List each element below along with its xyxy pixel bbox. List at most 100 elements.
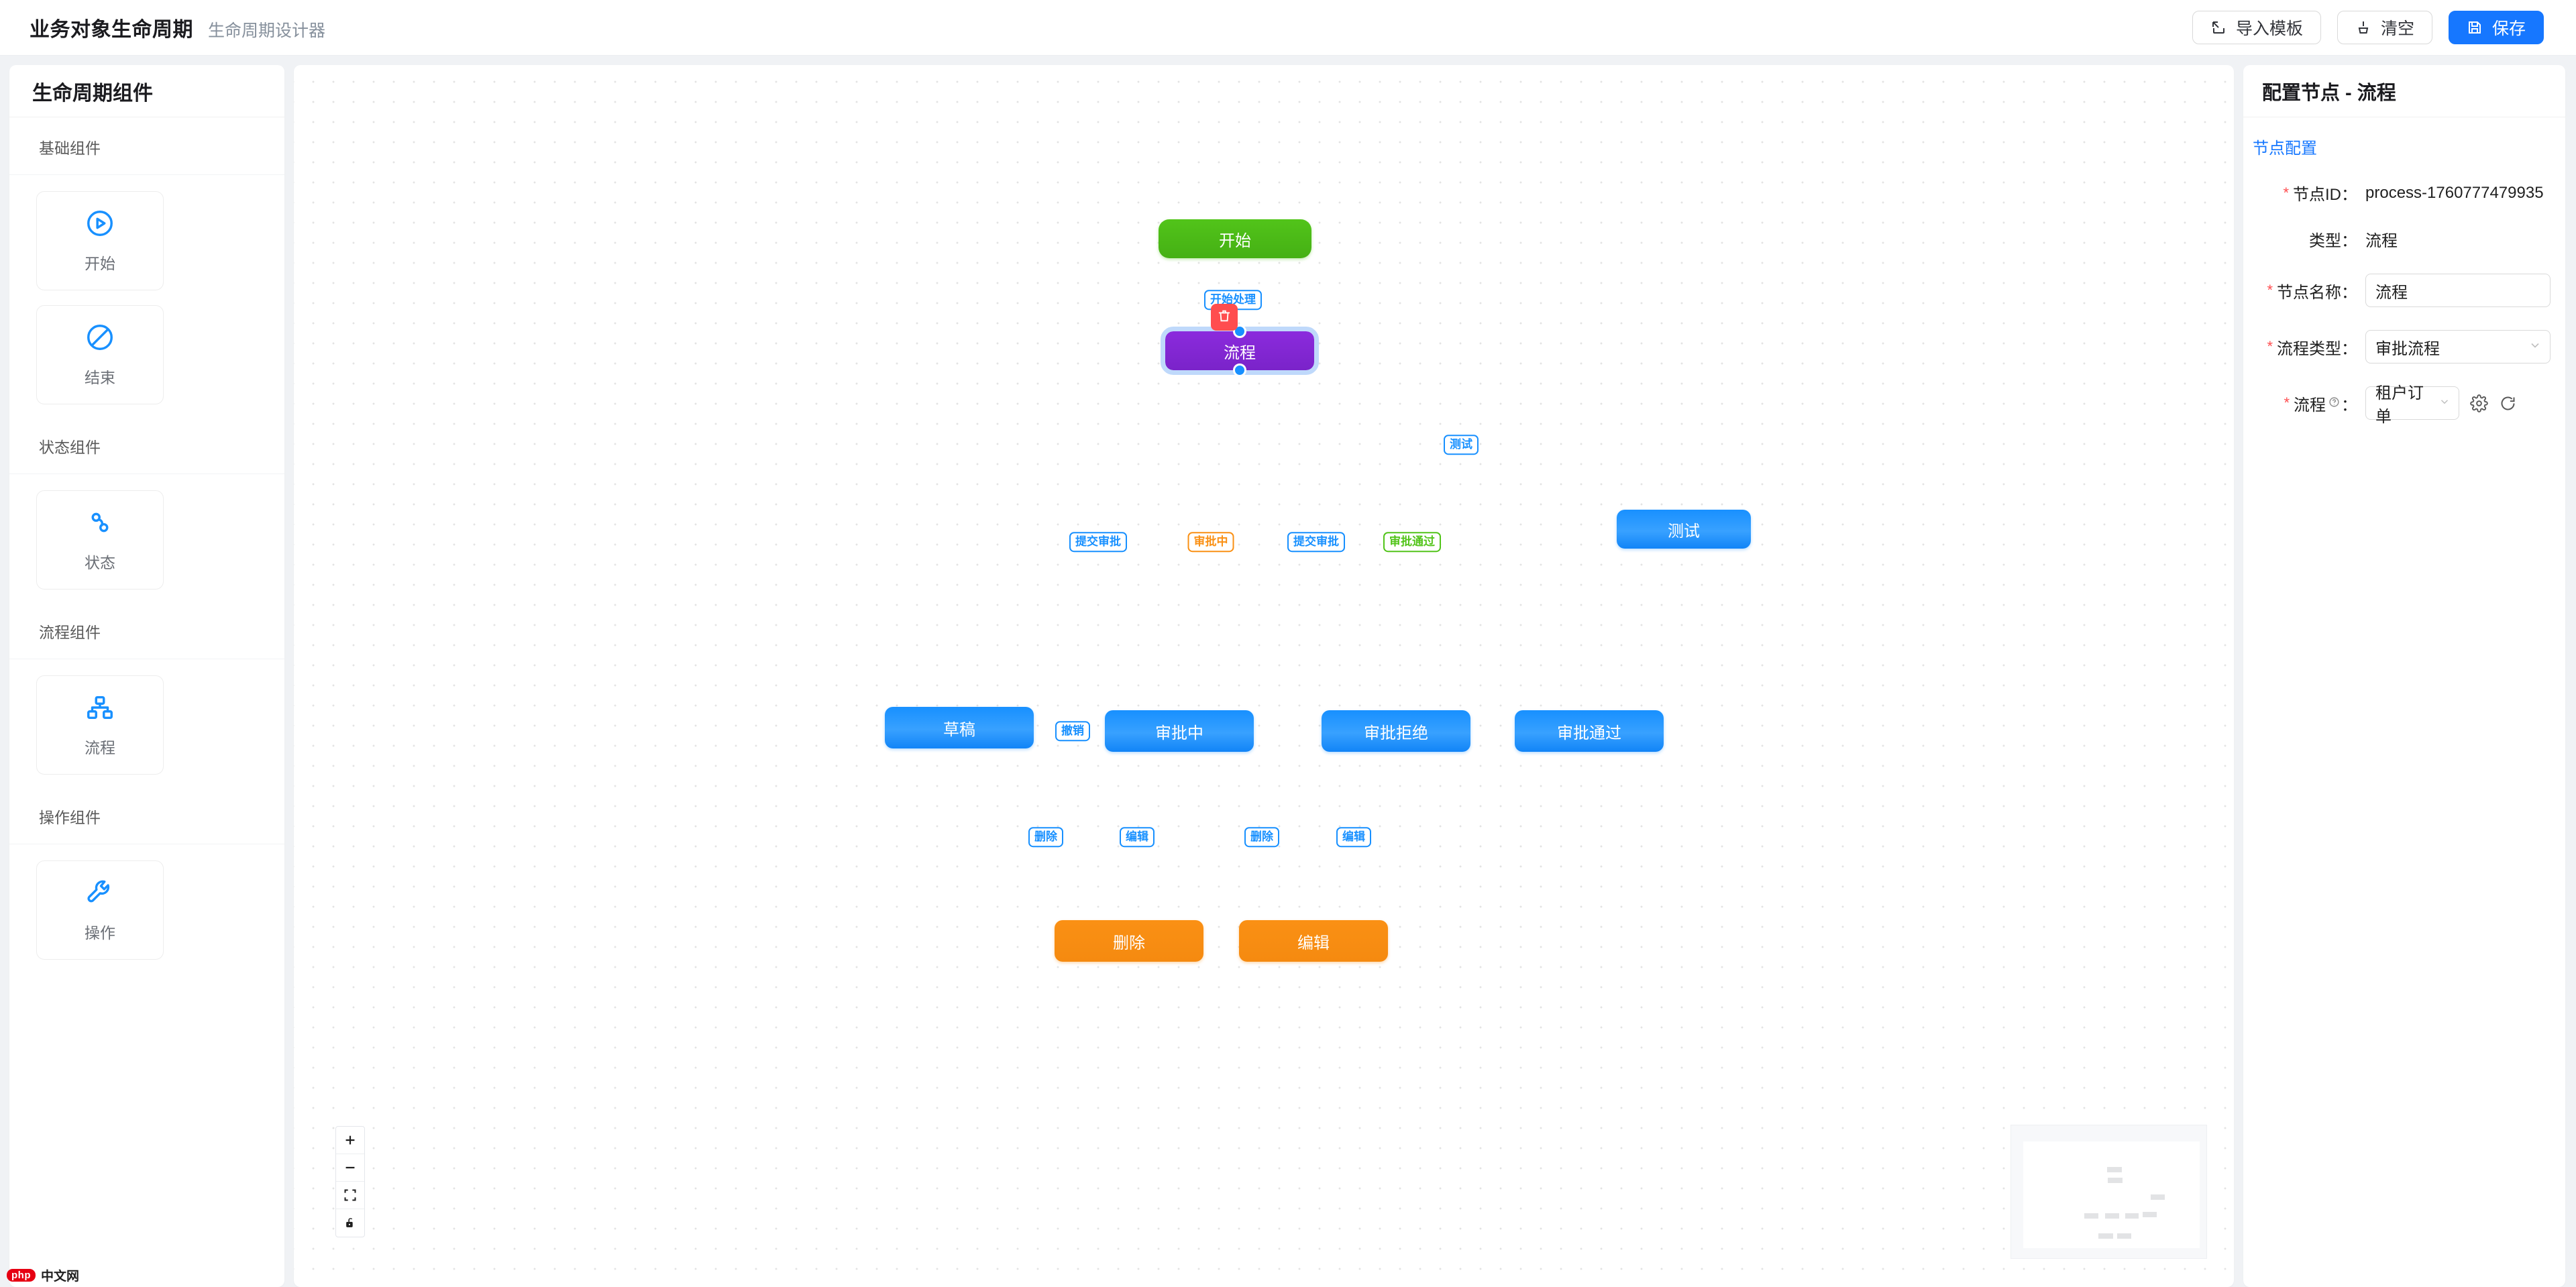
edge-label[interactable]: 编辑	[1336, 827, 1371, 847]
node-config-panel: 配置节点 - 流程 节点配置 * 节点ID： process-176077747…	[2243, 65, 2565, 1287]
required-mark: *	[2284, 396, 2290, 410]
import-icon	[2210, 19, 2226, 36]
canvas-area: 开始流程测试草稿审批中审批拒绝审批通过删除编辑 开始处理测试提交审批审批中提交审…	[294, 65, 2234, 1287]
required-mark: *	[2267, 339, 2273, 354]
node-port-bottom[interactable]	[1233, 363, 1246, 377]
component-card-开始[interactable]: 开始	[36, 191, 164, 290]
save-button[interactable]: 保存	[2449, 11, 2544, 44]
component-card-操作[interactable]: 操作	[36, 860, 164, 960]
edge-label[interactable]: 删除	[1028, 827, 1063, 847]
header-title-group: 业务对象生命周期 生命周期设计器	[30, 13, 325, 42]
flow-node-delete[interactable]: 删除	[1055, 920, 1203, 962]
watermark-text: 中文网	[41, 1266, 79, 1284]
watermark: php 中文网	[0, 1263, 86, 1287]
minimap-node	[2107, 1167, 2122, 1172]
flow-node-label: 审批通过	[1557, 720, 1621, 743]
php-logo: php	[7, 1269, 36, 1282]
edge-label[interactable]: 提交审批	[1069, 532, 1127, 552]
required-mark: *	[2267, 283, 2273, 298]
gear-icon[interactable]	[2470, 394, 2488, 412]
flow-node-pending[interactable]: 审批中	[1105, 710, 1254, 752]
component-sidebar: 生命周期组件 基础组件开始结束状态组件状态流程组件流程操作组件操作	[9, 65, 284, 1287]
process-type-value: 审批流程	[2375, 335, 2440, 359]
minimap-node	[2143, 1212, 2157, 1217]
process-type-label: * 流程类型：	[2253, 335, 2365, 359]
node-type-row: 类型： 流程	[2253, 227, 2551, 251]
component-card-流程[interactable]: 流程	[36, 675, 164, 775]
node-id-value: process-1760777479935	[2365, 184, 2544, 203]
process-select[interactable]: 租户订单	[2365, 386, 2459, 420]
sidebar-group-title: 流程组件	[9, 602, 284, 659]
app-body: 生命周期组件 基础组件开始结束状态组件状态流程组件流程操作组件操作 开始流程测试…	[0, 56, 2576, 1287]
sitemap-icon	[85, 692, 115, 723]
edge-label[interactable]: 提交审批	[1287, 532, 1345, 552]
component-card-状态[interactable]: 状态	[36, 490, 164, 590]
zoom-out-button[interactable]	[336, 1154, 364, 1182]
unlock-icon[interactable]	[336, 1209, 364, 1237]
flow-node-draft[interactable]: 草稿	[885, 707, 1034, 748]
process-value: 租户订单	[2375, 380, 2438, 427]
process-type-select[interactable]: 审批流程	[2365, 330, 2551, 363]
broom-icon	[2355, 19, 2371, 36]
edge-delete-button[interactable]	[1211, 304, 1238, 331]
state-node-icon	[85, 507, 115, 538]
sidebar-group-items: 状态	[9, 474, 284, 602]
component-card-label: 状态	[85, 550, 115, 573]
import-template-button[interactable]: 导入模板	[2192, 11, 2321, 44]
node-config-link[interactable]: 节点配置	[2253, 135, 2551, 158]
flow-canvas[interactable]: 开始流程测试草稿审批中审批拒绝审批通过删除编辑 开始处理测试提交审批审批中提交审…	[294, 65, 2234, 1287]
fit-view-button[interactable]	[336, 1182, 364, 1209]
flow-node-edit[interactable]: 编辑	[1239, 920, 1388, 962]
app-header: 业务对象生命周期 生命周期设计器 导入模板 清空	[0, 0, 2576, 56]
question-circle-icon[interactable]	[2328, 394, 2340, 412]
sidebar-group-items: 开始结束	[9, 175, 284, 416]
flow-node-start[interactable]: 开始	[1159, 219, 1311, 258]
minimap-node	[2098, 1233, 2113, 1239]
component-card-label: 流程	[85, 735, 115, 758]
play-circle-icon	[85, 208, 115, 239]
wrench-icon	[85, 877, 115, 908]
page-subtitle: 生命周期设计器	[208, 17, 325, 42]
node-id-label: * 节点ID：	[2253, 181, 2365, 205]
component-card-label: 操作	[85, 920, 115, 943]
node-name-input[interactable]: 流程	[2365, 274, 2551, 307]
process-label: * 流程 ：	[2253, 392, 2365, 415]
chevron-down-icon	[2528, 339, 2542, 355]
edge-label[interactable]: 编辑	[1120, 827, 1155, 847]
flow-node-label: 审批拒绝	[1364, 720, 1428, 743]
stop-circle-icon	[85, 322, 115, 353]
flow-node-pass[interactable]: 审批通过	[1515, 710, 1664, 752]
edge-label[interactable]: 测试	[1444, 435, 1479, 455]
node-id-row: * 节点ID： process-1760777479935	[2253, 181, 2551, 205]
save-icon	[2467, 19, 2483, 36]
panel-title: 配置节点 - 流程	[2243, 65, 2565, 117]
flow-node-test[interactable]: 测试	[1617, 510, 1751, 549]
refresh-icon[interactable]	[2499, 394, 2517, 412]
component-card-结束[interactable]: 结束	[36, 305, 164, 404]
edge-label[interactable]: 审批中	[1188, 532, 1234, 552]
flow-node-label: 测试	[1668, 518, 1700, 541]
edge-label[interactable]: 删除	[1244, 827, 1279, 847]
clear-button[interactable]: 清空	[2337, 11, 2432, 44]
flow-node-reject[interactable]: 审批拒绝	[1322, 710, 1470, 752]
flow-node-label: 编辑	[1297, 930, 1330, 953]
sidebar-group-title: 状态组件	[9, 416, 284, 474]
minimap[interactable]	[2010, 1125, 2207, 1259]
zoom-in-button[interactable]	[336, 1127, 364, 1154]
panel-body: 节点配置 * 节点ID： process-1760777479935 类型： 流…	[2243, 117, 2565, 443]
flow-node-label: 流程	[1224, 339, 1256, 363]
process-row: * 流程 ： 租户订单	[2253, 386, 2551, 420]
flow-node-process[interactable]: 流程	[1165, 331, 1314, 370]
minimap-node	[2108, 1178, 2123, 1183]
sidebar-title: 生命周期组件	[9, 65, 284, 117]
edge-label[interactable]: 审批通过	[1383, 532, 1441, 552]
sidebar-group-items: 操作	[9, 844, 284, 972]
zoom-toolbar	[335, 1126, 365, 1237]
sidebar-group-title: 基础组件	[9, 117, 284, 175]
chevron-down-icon	[2438, 396, 2451, 411]
node-name-label: * 节点名称：	[2253, 279, 2365, 302]
edge-label[interactable]: 撤销	[1055, 721, 1090, 741]
component-card-label: 结束	[85, 365, 115, 388]
node-type-value: 流程	[2365, 227, 2398, 251]
